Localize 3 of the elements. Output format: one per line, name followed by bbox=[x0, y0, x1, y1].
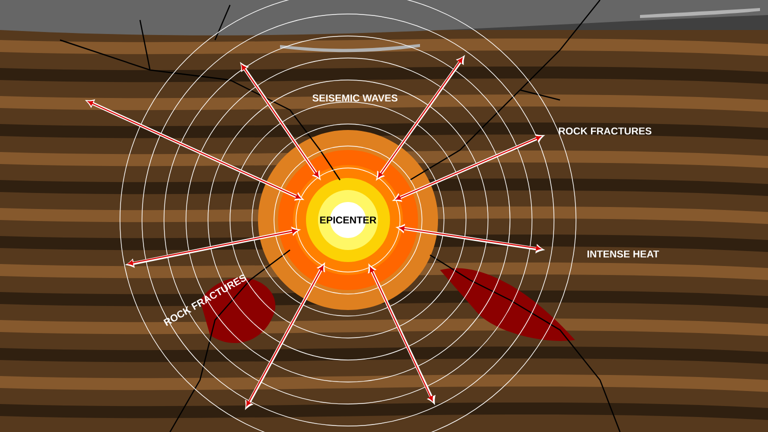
text-label: SEISEMIC WAVES bbox=[312, 94, 398, 102]
text-label: INTENSE HEAT bbox=[588, 250, 660, 258]
text-label: ROCK FRACTURES bbox=[558, 127, 652, 135]
